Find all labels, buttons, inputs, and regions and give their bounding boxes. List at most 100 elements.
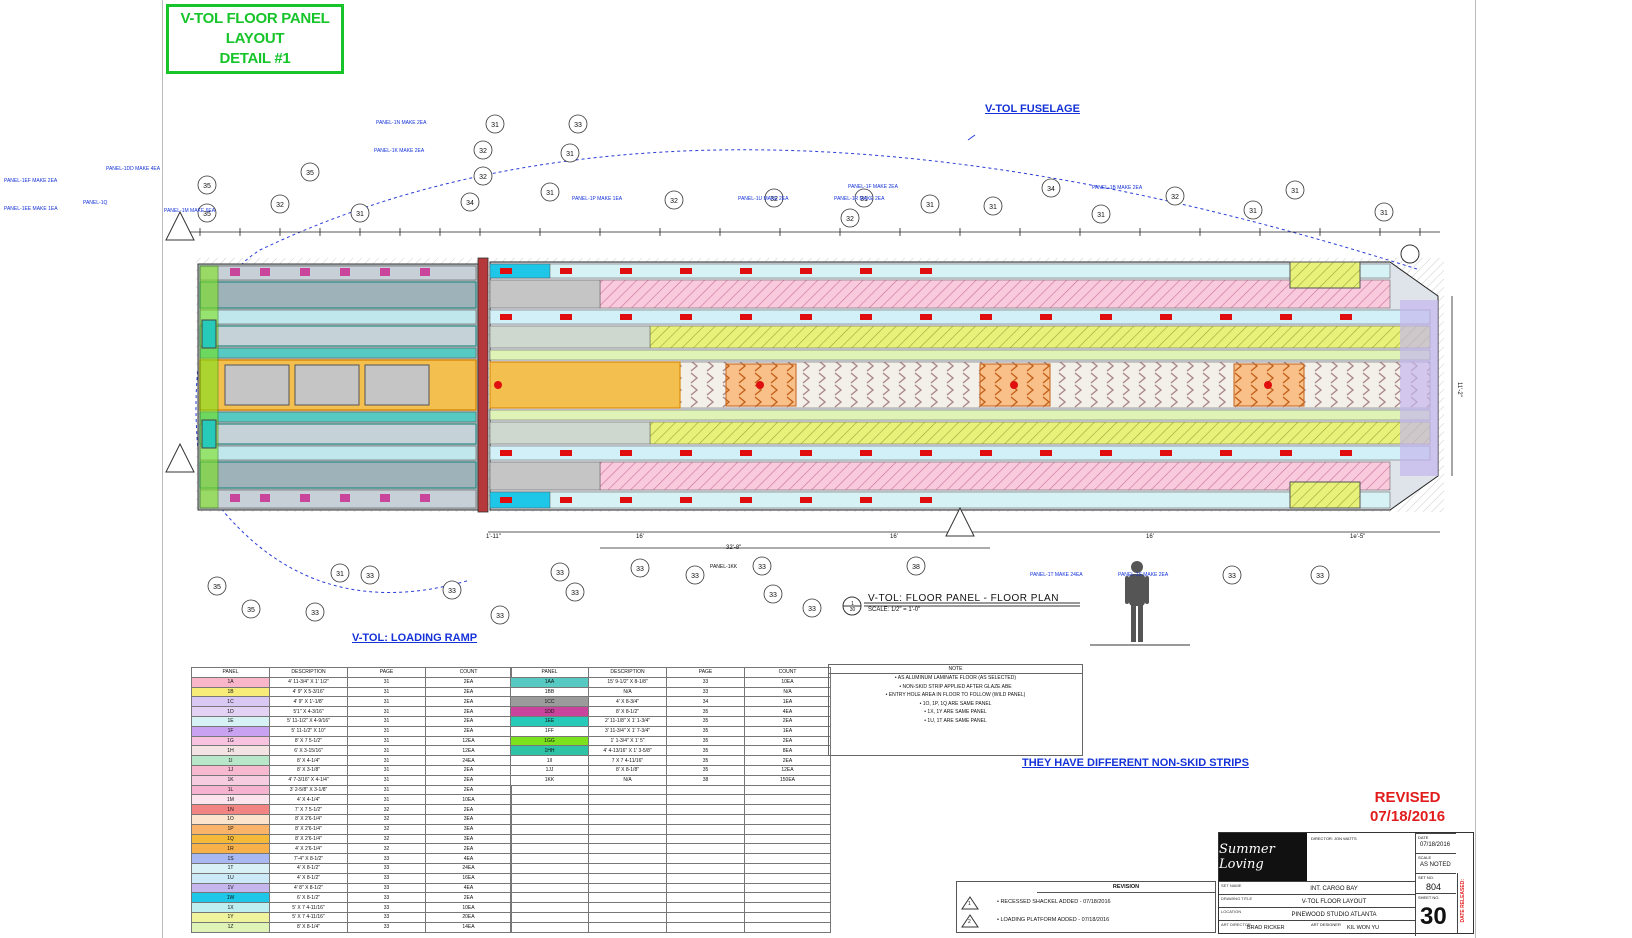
loading-ramp-label: V-TOL: LOADING RAMP <box>352 632 478 644</box>
schedule-page <box>666 892 745 904</box>
schedule-panel: 1P <box>191 823 270 835</box>
nonskid-label: THEY HAVE DIFFERENT NON-SKID STRIPS <box>1022 757 1249 769</box>
schedule-count <box>744 794 831 806</box>
schedule-count: 2EA <box>744 735 831 747</box>
dimension-ticks <box>199 228 1421 236</box>
schedule-desc <box>588 794 667 806</box>
schedule-panel: 1G <box>191 735 270 747</box>
schedule-panel: 1E <box>191 715 270 727</box>
schedule-count: 10EA <box>425 902 512 913</box>
svg-text:34: 34 <box>466 200 474 207</box>
schedule-panel: 1K <box>191 774 270 786</box>
schedule-desc: 4' 11-3/4" X 1' 1/2" <box>269 676 348 688</box>
callout-label: PANEL-1DD MAKE 4EA <box>106 166 161 172</box>
revision-heading: REVISION <box>1037 882 1215 893</box>
svg-text:31: 31 <box>860 196 868 203</box>
plan-callout-number: 1 <box>851 601 854 607</box>
schedule-row <box>510 882 831 894</box>
schedule-page: 33 <box>347 911 426 923</box>
schedule-row <box>510 872 831 884</box>
schedule-desc <box>588 804 667 815</box>
schedule-count: 4EA <box>744 706 831 717</box>
schedule-panel <box>510 813 589 825</box>
schedule-count: 2EA <box>425 892 512 904</box>
dim-bottom-5: 16' <box>1146 534 1154 540</box>
schedule-page: 31 <box>347 725 426 737</box>
schedule-desc <box>588 911 667 923</box>
svg-text:31: 31 <box>1249 208 1257 215</box>
schedule-desc <box>588 843 667 855</box>
schedule-desc <box>588 921 667 933</box>
schedule-page: 33 <box>666 676 745 688</box>
schedule-count: 1EA <box>744 696 831 708</box>
schedule-page <box>666 794 745 806</box>
revision-num-1: 1 <box>968 901 971 907</box>
svg-text:32: 32 <box>479 148 487 155</box>
schedule-page <box>666 872 745 884</box>
schedule-page <box>666 813 745 825</box>
schedule-page: 35 <box>666 755 745 766</box>
svg-text:33: 33 <box>366 573 374 580</box>
schedule-count <box>744 921 831 933</box>
plan-scale: SCALE: 1/2" = 1'-0" <box>868 607 921 613</box>
schedule-panel: 1DD <box>510 706 589 717</box>
svg-text:32: 32 <box>479 174 487 181</box>
schedule-header-count: COUNT <box>744 667 831 678</box>
svg-text:38: 38 <box>912 564 920 571</box>
schedule-count <box>744 813 831 825</box>
schedule-desc: 4' 9" X 5-3/16" <box>269 686 348 698</box>
plan-callout-sheet: 30 <box>849 607 856 613</box>
callout-bubbles <box>197 114 1394 625</box>
schedule-page: 32 <box>347 843 426 855</box>
callout-label: PANEL-1F MAKE 2EA <box>848 184 898 190</box>
svg-text:32: 32 <box>670 198 678 205</box>
schedule-desc: 8' X 4-1/4" <box>269 755 348 766</box>
schedule-page <box>666 784 745 796</box>
schedule-count <box>744 853 831 864</box>
schedule-desc <box>588 872 667 884</box>
designer-key: ART DESIGNER <box>1311 922 1341 927</box>
svg-text:33: 33 <box>556 570 564 577</box>
schedule-desc: 8' X 8-1/2" <box>588 706 667 717</box>
schedule-panel: 1S <box>191 853 270 864</box>
schedule-desc: 8' X 8-1/4" <box>269 921 348 933</box>
set-no-key: SET NO. <box>1418 875 1434 880</box>
revised-date: 07/18/2016 <box>1370 808 1446 825</box>
schedule-page: 33 <box>347 862 426 874</box>
schedule-count: 24EA <box>425 755 512 766</box>
sheet-no: 30 <box>1420 903 1447 930</box>
schedule-row <box>510 823 831 835</box>
schedule-desc: 1' 1-3/4" X 1' 5" <box>588 735 667 747</box>
schedule-count <box>744 843 831 855</box>
schedule-header-page: PAGE <box>347 667 426 678</box>
schedule-page: 31 <box>347 784 426 796</box>
schedule-row <box>510 902 831 913</box>
art-director-key: ART DIRECTOR <box>1221 922 1251 927</box>
schedule-page: 31 <box>347 755 426 766</box>
schedule-desc: 8' X 2'6-1/4" <box>269 833 348 845</box>
schedule-page: 32 <box>347 813 426 825</box>
revised-stamp: REVISED 07/18/2016 <box>1370 788 1445 826</box>
date-key: DATE <box>1418 835 1429 840</box>
human-scale-figure <box>1125 561 1149 642</box>
schedule-panel <box>510 872 589 884</box>
nonskid-markers <box>494 268 1352 503</box>
ramp-magenta-strips <box>230 268 430 502</box>
schedule-panel <box>510 853 589 864</box>
schedule-page: 31 <box>347 735 426 747</box>
revision-num-2: 2 <box>968 919 971 925</box>
callout-label: PANEL-1K MAKE 2EA <box>374 148 425 154</box>
schedule-desc <box>588 813 667 825</box>
